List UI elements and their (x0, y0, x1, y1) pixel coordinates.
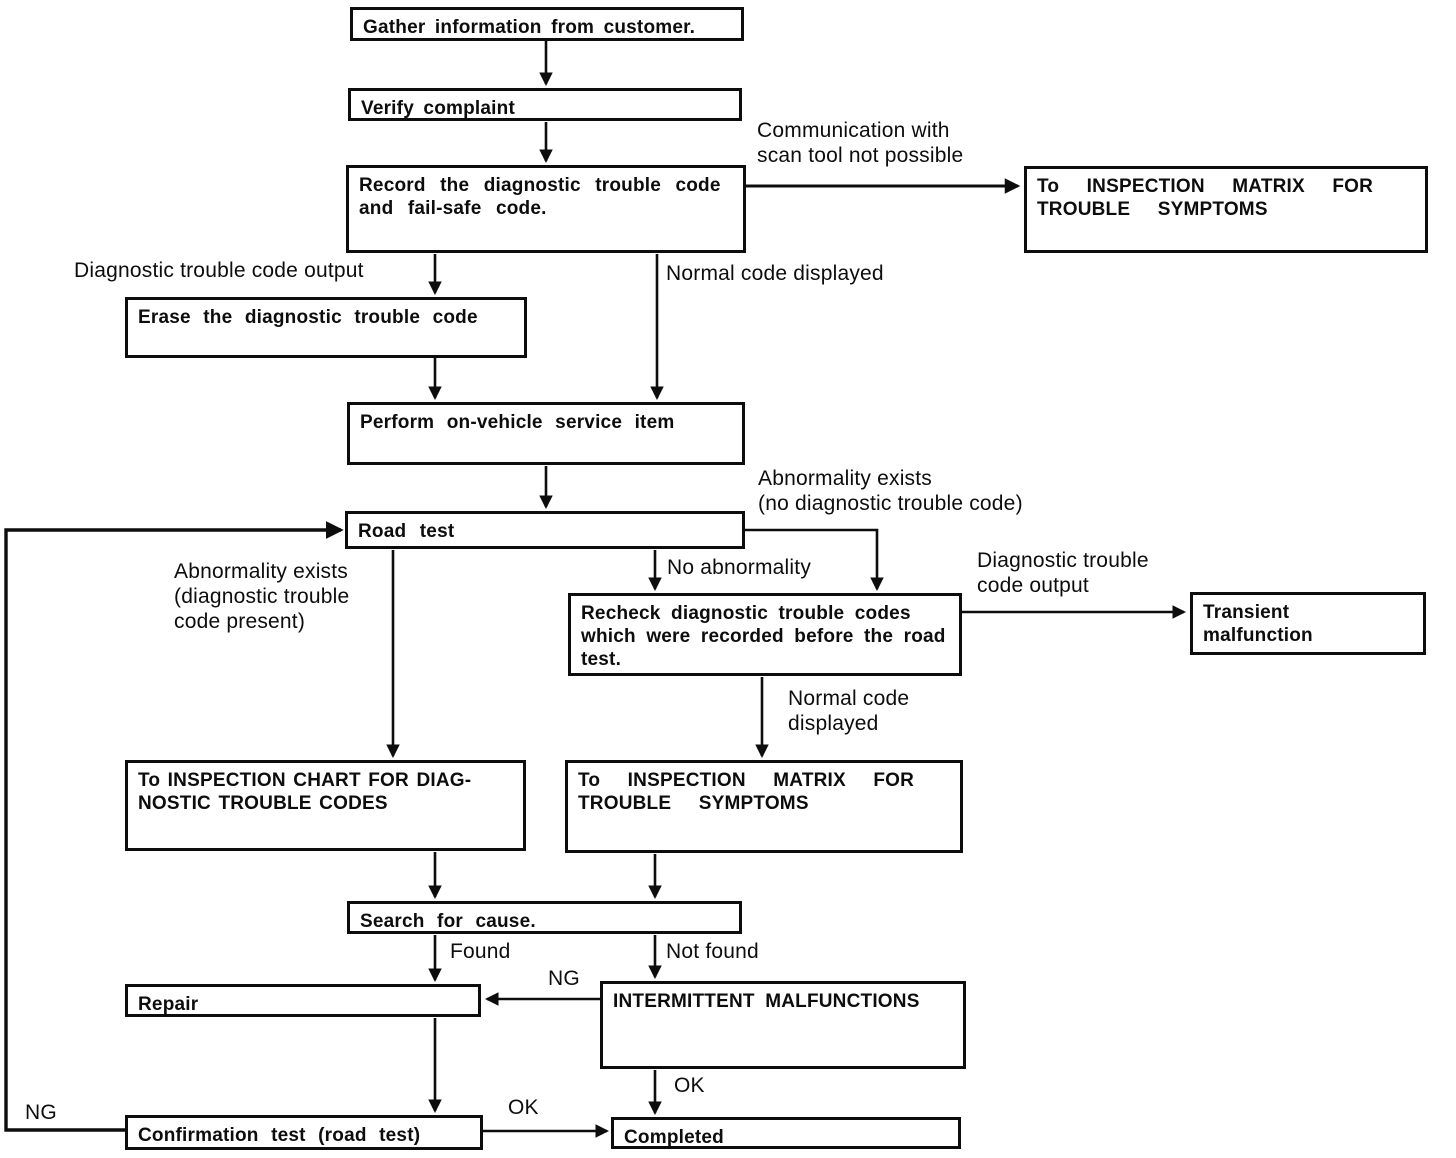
node-inspection-matrix-top: To INSPECTION MATRIX FOR TROUBLE SYMPTOM… (1024, 166, 1428, 253)
node-verify-complaint: Verify complaint (348, 88, 742, 121)
label-abnormality-no-dtc: Abnormality exists (no diagnostic troubl… (758, 467, 1023, 516)
node-repair: Repair (125, 984, 481, 1017)
node-transient-malfunction: Transient malfunction (1190, 592, 1426, 655)
node-search-for-cause: Search for cause. (347, 901, 742, 934)
node-record-trouble-code: Record the diagnostic trouble code and f… (346, 165, 746, 253)
edge-confirmation-loop-to-roadtest (4, 521, 344, 1132)
node-inspection-matrix-bottom: To INSPECTION MATRIX FOR TROUBLE SYMPTOM… (565, 760, 963, 853)
label-found: Found (450, 940, 511, 963)
node-road-test: Road test (345, 511, 745, 549)
node-recheck-trouble-codes: Recheck diagnostic trouble codes which w… (568, 593, 962, 676)
edge-roadtest-right-to-recheck (745, 528, 884, 592)
node-intermittent-malfunctions: INTERMITTENT MALFUNCTIONS (600, 981, 966, 1069)
node-perform-service-item: Perform on-vehicle service item (347, 402, 745, 465)
node-erase-trouble-code: Erase the diagnostic trouble code (125, 297, 527, 358)
label-dtc-output-top: Diagnostic trouble code output (74, 259, 364, 282)
label-ok-confirmation: OK (508, 1096, 539, 1119)
node-inspection-chart: To INSPECTION CHART FOR DIAG- NOSTIC TRO… (125, 760, 526, 851)
node-completed: Completed (611, 1117, 961, 1149)
node-confirmation-test: Confirmation test (road test) (125, 1115, 483, 1150)
label-abnormality-dtc-present: Abnormality exists (diagnostic trouble c… (174, 560, 350, 634)
label-communication-not-possible: Communication with scan tool not possibl… (757, 119, 964, 168)
label-dtc-output-right: Diagnostic trouble code output (977, 549, 1149, 598)
label-normal-code-displayed-bottom: Normal code displayed (788, 687, 910, 736)
label-ng-loop: NG (25, 1101, 57, 1124)
label-no-abnormality: No abnormality (667, 556, 812, 579)
label-not-found: Not found (666, 940, 759, 963)
label-ng-intermittent: NG (548, 967, 580, 990)
node-gather-information: Gather information from customer. (350, 7, 744, 41)
label-normal-code-displayed-top: Normal code displayed (666, 262, 884, 285)
label-ok-intermittent: OK (674, 1074, 705, 1097)
